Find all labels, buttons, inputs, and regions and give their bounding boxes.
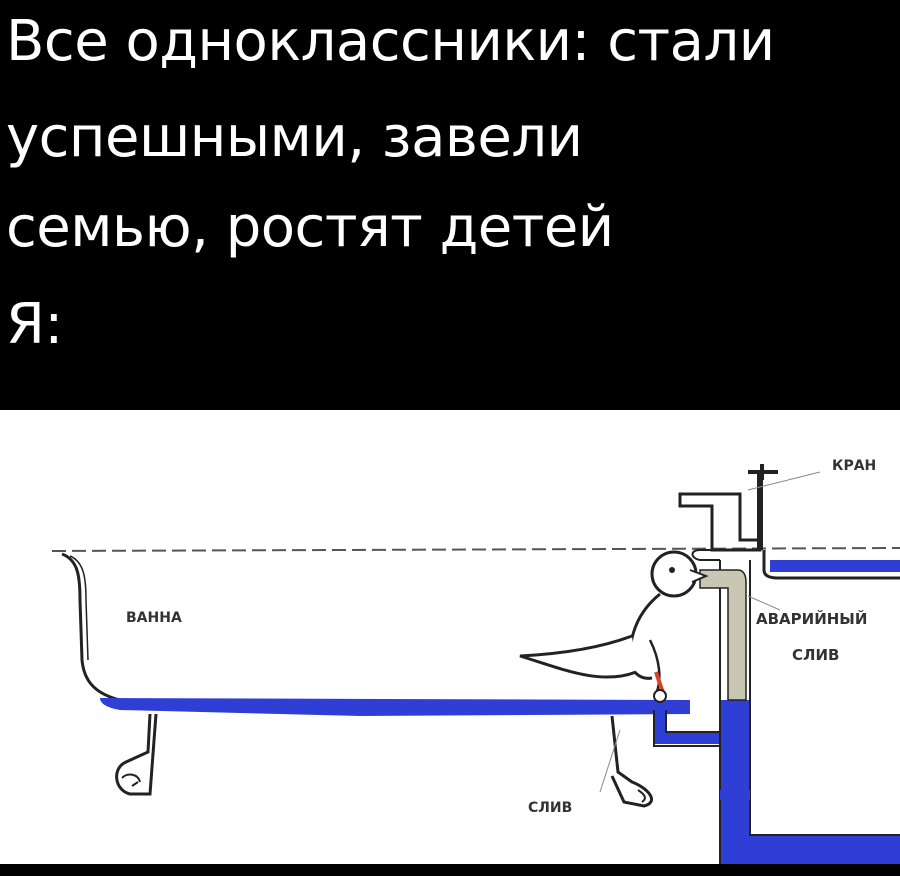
figure-wing [519, 634, 637, 679]
sewer-pipe [720, 790, 900, 864]
label-faucet: КРАН [832, 458, 876, 474]
caption-line-2: успешными, завели [6, 105, 583, 170]
faucet [678, 492, 762, 552]
drain-plug [653, 689, 667, 703]
caption-band: Все одноклассники: стали успешными, заве… [0, 0, 900, 410]
bathtub-foot-right [610, 715, 653, 808]
sink-water [770, 560, 900, 572]
caption-line-4: Я: [6, 292, 63, 357]
bathtub-outline [61, 552, 691, 704]
bottom-bar [0, 864, 900, 876]
label-bath: ВАННА [126, 610, 182, 626]
figure-arm [648, 639, 661, 695]
caption-line-1: Все одноклассники: стали [6, 9, 775, 74]
bathtub-foot-left [115, 713, 158, 796]
drain-pipe [654, 710, 720, 744]
figure-eye [669, 567, 675, 573]
overflow-pipe [699, 569, 747, 701]
caption-line-3: семью, ростят детей [6, 195, 614, 260]
main-drain-pipe [720, 700, 750, 800]
bathtub-diagram: ВАННА КРАН АВАРИЙНЫЙ СЛИВ СЛИВ [0, 410, 900, 864]
figure-head [650, 550, 698, 598]
label-overflow-line1: АВАРИЙНЫЙ [756, 609, 867, 628]
figure-beak [689, 569, 709, 583]
faucet-handle [748, 464, 778, 480]
label-drain: СЛИВ [528, 800, 572, 816]
water-level-line [51, 547, 900, 552]
bathtub-rim [69, 555, 89, 661]
bathtub-diagram-svg: ВАННА КРАН АВАРИЙНЫЙ СЛИВ СЛИВ [51, 458, 900, 864]
label-overflow-line2: СЛИВ [792, 646, 839, 664]
bath-water [100, 698, 690, 716]
